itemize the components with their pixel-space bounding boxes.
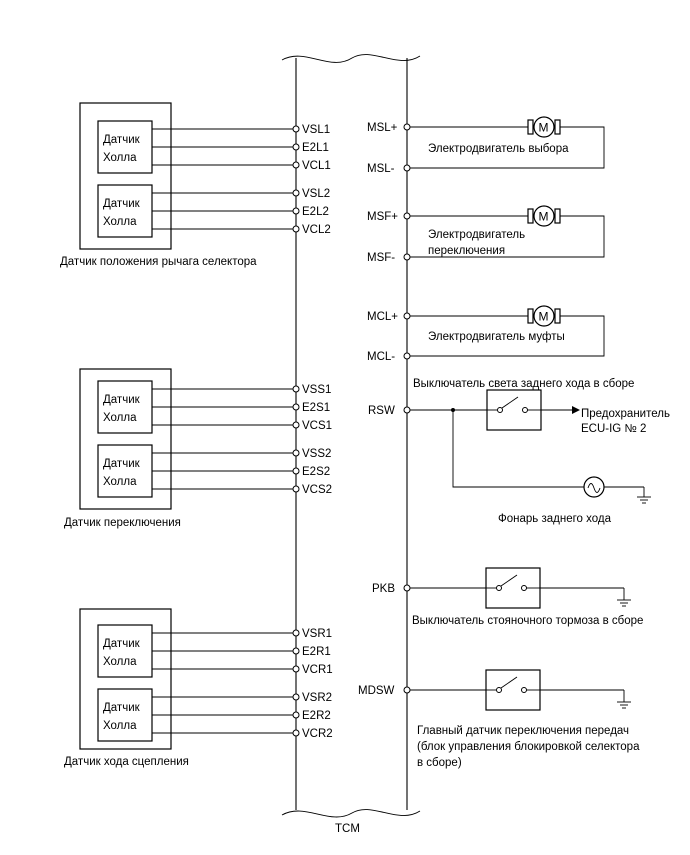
tcm-label: TCM: [335, 823, 360, 835]
pin-label: VCS2: [302, 484, 332, 496]
select-motor-circuit: M MSL+ MSL- Электродвигатель выбора: [367, 116, 605, 175]
clutch-motor-label: Электродвигатель муфты: [428, 331, 565, 343]
parking-switch-icon: [485, 567, 541, 609]
pin-label: E2S1: [302, 402, 330, 414]
selector-sensor-caption: Датчик положения рычага селектора: [60, 256, 257, 268]
ground-icon: [617, 690, 631, 709]
parking-brake-circuit: PKB Выключатель стояночного тормоза в сб…: [372, 567, 643, 627]
clutch-motor-circuit: M MCL+ MCL- Электродвигатель муфты: [367, 305, 605, 363]
pin-label: E2R1: [302, 646, 331, 658]
master-sensor-caption: в сборе): [417, 757, 462, 769]
pin-label: E2S2: [302, 466, 330, 478]
pin-label: MSL+: [367, 122, 398, 134]
pin-label: MCL-: [367, 351, 395, 363]
reverse-light-circuit: Выключатель света заднего хода в сборе П…: [368, 378, 670, 525]
clutch-pins: VSR1 E2R1 VCR1 VSR2 E2R2 VCR2: [292, 628, 333, 740]
selector-pins: VSL1 E2L1 VCL1 VSL2 E2L2 VCL2: [292, 124, 331, 236]
shift-sensor-caption: Датчик переключения: [64, 517, 181, 529]
pin-label: MSL-: [367, 163, 395, 175]
hall-label: Датчик: [103, 458, 141, 470]
parking-switch-caption: Выключатель стояночного тормоза в сборе: [412, 615, 643, 627]
pin-label: VCS1: [302, 420, 332, 432]
hall-label: Холла: [103, 412, 137, 424]
motor-symbol: M: [539, 310, 549, 324]
pin-label: VSL1: [302, 124, 330, 136]
pin-label: MSF-: [367, 252, 395, 264]
hall-label: Датчик: [103, 638, 141, 650]
motor-icon: M: [527, 305, 561, 327]
hall-label: Холла: [103, 720, 137, 732]
master-switch-icon: [485, 669, 541, 711]
selector-position-sensor: Датчик Холла Датчик Холла Датчик положен…: [60, 102, 296, 268]
ground-icon: [637, 487, 651, 504]
reverse-switch-caption: Выключатель света заднего хода в сборе: [413, 378, 634, 390]
shift-pins: VSS1 E2S1 VCS1 VSS2 E2S2 VCS2: [292, 384, 332, 496]
pin-label: MCL+: [367, 311, 398, 323]
hall-label: Датчик: [103, 198, 141, 210]
master-sensor-caption: Главный датчик переключения передач: [417, 725, 629, 737]
motor-symbol: M: [539, 121, 549, 135]
reverse-lamp-icon: [583, 476, 605, 498]
pin-label: VCL2: [302, 224, 331, 236]
motor-symbol: M: [539, 210, 549, 224]
pin-label: E2L2: [302, 206, 329, 218]
tcm-bus: TCM: [281, 54, 421, 835]
pin-label: VCR2: [302, 728, 333, 740]
pin-label: VCR1: [302, 664, 333, 676]
pin-label: VSS1: [302, 384, 331, 396]
shift-motor-label: Электродвигатель: [428, 229, 525, 241]
hall-label: Датчик: [103, 702, 141, 714]
fuse-label: ECU-IG № 2: [581, 423, 646, 435]
hall-label: Холла: [103, 476, 137, 488]
pin-label: RSW: [368, 405, 395, 417]
pin-label: PKB: [372, 583, 395, 595]
fuse-label: Предохранитель: [581, 408, 670, 420]
shift-motor-circuit: M MSF+ MSF- Электродвигатель переключени…: [367, 205, 605, 264]
pin-label: VSL2: [302, 188, 330, 200]
pin-label: E2L1: [302, 142, 329, 154]
ground-icon: [617, 588, 631, 607]
hall-label: Холла: [103, 656, 137, 668]
clutch-stroke-sensor: Датчик Холла Датчик Холла Датчик хода сц…: [64, 608, 296, 768]
pin-label: VCL1: [302, 160, 331, 172]
hall-label: Холла: [103, 216, 137, 228]
pin-label: E2R2: [302, 710, 331, 722]
clutch-sensor-caption: Датчик хода сцепления: [64, 756, 189, 768]
pin-label: VSR1: [302, 628, 332, 640]
reverse-switch-icon: [486, 389, 542, 431]
shift-sensor: Датчик Холла Датчик Холла Датчик переклю…: [64, 368, 296, 529]
motor-icon: M: [527, 116, 561, 138]
master-sensor-caption: (блок управления блокировкой селектора: [417, 741, 640, 753]
hall-label: Датчик: [103, 394, 141, 406]
reverse-lamp-caption: Фонарь заднего хода: [498, 513, 612, 525]
hall-label: Датчик: [103, 134, 141, 146]
pin-label: MDSW: [358, 685, 395, 697]
select-motor-label: Электродвигатель выбора: [428, 143, 569, 155]
pin-label: VSR2: [302, 692, 332, 704]
motor-icon: M: [527, 205, 561, 227]
master-shift-circuit: MDSW Главный датчик переключения передач…: [358, 669, 640, 769]
hall-label: Холла: [103, 152, 137, 164]
pin-label: VSS2: [302, 448, 331, 460]
shift-motor-label: переключения: [428, 245, 505, 257]
pin-label: MSF+: [367, 211, 398, 223]
